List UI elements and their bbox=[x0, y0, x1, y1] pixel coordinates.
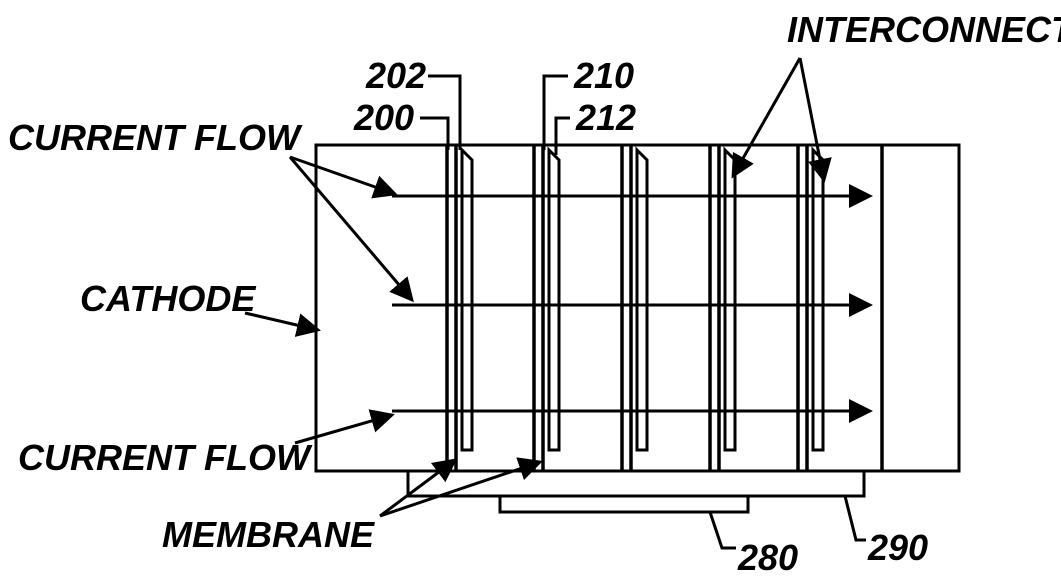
ref-212-label: 212 bbox=[575, 97, 636, 138]
cathode-label: CATHODE bbox=[80, 278, 256, 319]
interconnect-leader-1 bbox=[731, 57, 802, 179]
ref-202-leader bbox=[428, 74, 462, 150]
cathode-leader bbox=[244, 311, 321, 337]
current-flow-leader-2 bbox=[288, 156, 414, 303]
ref-280-leader bbox=[708, 511, 736, 550]
ref-290-label: 290 bbox=[867, 527, 928, 568]
current-flow-top-label: CURRENT FLOW bbox=[8, 117, 303, 158]
ref-200-label: 200 bbox=[353, 97, 414, 138]
ref-200-leader bbox=[420, 116, 450, 150]
membrane-leader-2 bbox=[379, 457, 543, 518]
current-flow-bottom-leader bbox=[294, 409, 395, 445]
membrane-label: MEMBRANE bbox=[162, 514, 375, 555]
current-flow-bottom-label: CURRENT FLOW bbox=[18, 437, 313, 478]
current-flow-leader-1 bbox=[289, 155, 398, 199]
ref-212-leader bbox=[554, 116, 570, 155]
ref-280-label: 280 bbox=[737, 537, 798, 577]
interconnect-leader-2 bbox=[798, 57, 832, 183]
membrane-leader-1 bbox=[379, 458, 458, 518]
ref-290-leader bbox=[843, 495, 866, 542]
base-plate-280 bbox=[498, 494, 750, 514]
ref-210-label: 210 bbox=[573, 55, 634, 96]
ref-210-leader bbox=[542, 74, 568, 150]
ref-202-label: 202 bbox=[365, 55, 426, 96]
interconnect-label: INTERCONNECT bbox=[787, 9, 1061, 50]
